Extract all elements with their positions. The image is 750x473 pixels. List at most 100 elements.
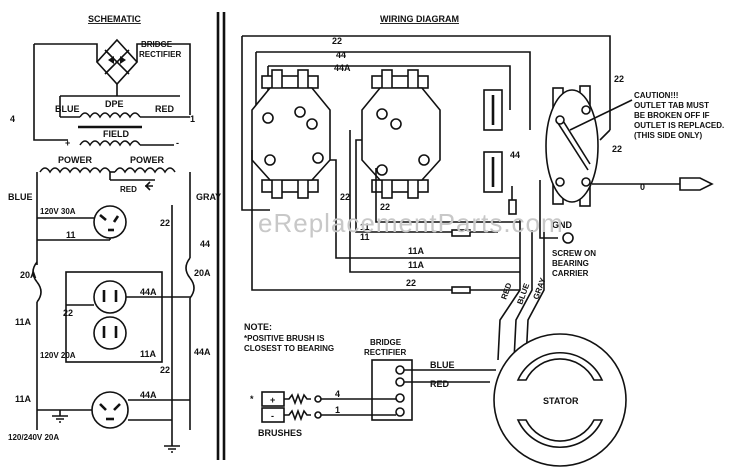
schematic-blue-left: BLUE xyxy=(8,192,33,202)
wiring-w22-right2: 22 xyxy=(612,144,622,154)
wiring-w22-right: 22 xyxy=(614,74,624,84)
schematic-red-label: RED xyxy=(155,104,175,114)
wiring-caution-5: (THIS SIDE ONLY) xyxy=(634,131,702,140)
wiring-breaker-upper xyxy=(483,89,503,131)
schematic-dpe-label: DPE xyxy=(105,99,124,109)
wiring-receptacle-right xyxy=(545,85,599,207)
brush-spring xyxy=(284,392,311,406)
schematic-num-1: 1 xyxy=(190,114,195,124)
wiring-receptacle-middle xyxy=(361,69,441,199)
wiring-connector xyxy=(451,286,471,294)
schematic-gray-right: GRAY xyxy=(196,192,221,202)
ground-symbol xyxy=(52,410,68,423)
wiring-note-2: CLOSEST TO BEARING xyxy=(244,344,334,353)
wiring-brush-pos: + xyxy=(270,395,275,405)
schematic-breaker-right xyxy=(185,257,195,299)
wiring-blue: BLUE xyxy=(515,282,531,306)
wiring-caution-1: CAUTION!!! xyxy=(634,91,678,100)
schematic-receptacle-top-label: 120V 30A xyxy=(40,207,76,216)
wiring-stator-label: STATOR xyxy=(543,396,579,406)
wiring-gnd-label: GND xyxy=(552,220,573,230)
schematic-dual-box xyxy=(65,271,163,363)
wiring-w22-top: 22 xyxy=(332,36,342,46)
schematic-w11a-mid: 11A xyxy=(140,349,157,359)
schematic-plus: + xyxy=(65,138,70,148)
caution-leader xyxy=(569,99,633,131)
schematic-receptacle-dual-label: 120V 20A xyxy=(40,351,76,360)
schematic-dual-outlet-bottom xyxy=(93,316,127,350)
wiring-note-title: NOTE: xyxy=(244,322,272,332)
wiring-w11a-1: 11A xyxy=(408,246,425,256)
schematic-bridge-rectifier xyxy=(95,38,139,86)
schematic-w22: 22 xyxy=(160,218,170,228)
wiring-brush-neg: - xyxy=(271,411,274,421)
wiring-bridge-label-2: RECTIFIER xyxy=(364,348,406,357)
wiring-gray: GRAY xyxy=(531,276,547,301)
schematic-w22-low: 22 xyxy=(160,365,170,375)
schematic-power-coil-left xyxy=(39,167,111,174)
schematic-power-right: POWER xyxy=(130,155,165,165)
schematic-dual-outlet-top xyxy=(93,280,127,314)
wiring-note-1: *POSITIVE BRUSH IS xyxy=(244,334,325,343)
schematic-breaker-left xyxy=(32,261,42,303)
wiring-screw-1: SCREW ON xyxy=(552,249,596,258)
wiring-receptacle-left xyxy=(251,69,331,199)
schematic-dpe-coil xyxy=(79,112,141,119)
gnd-screw-icon xyxy=(562,232,574,244)
schematic-w11a-low: 11A xyxy=(15,394,32,404)
wiring-w11-b: 11 xyxy=(360,232,370,242)
schematic-field-label: FIELD xyxy=(103,129,129,139)
wiring-w22-left: 22 xyxy=(340,192,350,202)
wiring-caution-3: BE BROKEN OFF IF xyxy=(634,111,710,120)
wiring-bridge-label-1: BRIDGE xyxy=(370,338,402,347)
schematic-bridge-label-2: RECTIFIER xyxy=(139,50,181,59)
schematic-w44a-mid: 44A xyxy=(140,287,157,297)
wiring-w22-bottom: 22 xyxy=(406,278,416,288)
schematic-blue-label: BLUE xyxy=(55,104,80,114)
schematic-wire xyxy=(34,43,98,62)
schematic-wire xyxy=(33,44,68,141)
wiring-stator xyxy=(493,333,627,467)
wire-22-top xyxy=(242,35,611,130)
wiring-breaker-lower xyxy=(483,151,503,193)
schematic-w11-top: 11 xyxy=(66,230,76,240)
wiring-brushes-label: BRUSHES xyxy=(258,428,302,438)
ground-symbol xyxy=(164,440,180,453)
wiring-red: RED xyxy=(499,282,513,301)
schematic-title: SCHEMATIC xyxy=(88,14,141,24)
wire-44-top xyxy=(256,51,531,130)
schematic-num-4: 4 xyxy=(10,114,15,124)
wiring-w44-mid: 44 xyxy=(510,150,520,160)
wiring-caution-4: OUTLET IS REPLACED. xyxy=(634,121,724,130)
wiring-brush-4: 4 xyxy=(335,389,340,399)
wiring-w0: 0 xyxy=(640,182,645,192)
wiring-title: WIRING DIAGRAM xyxy=(380,14,459,24)
schematic-w44: 44 xyxy=(200,239,210,249)
watermark: eReplacementParts.com xyxy=(258,208,564,238)
wiring-w22-mid: 22 xyxy=(380,202,390,212)
schematic-receptacle-240v xyxy=(91,391,129,429)
schematic-w11a-left: 11A xyxy=(15,317,32,327)
wiring-screw-3: CARRIER xyxy=(552,269,589,278)
wiring-blue-lead: BLUE xyxy=(430,360,455,370)
wiring-brush-star: * xyxy=(250,394,254,404)
schematic-receptacle-30a xyxy=(93,205,127,239)
wiring-connector xyxy=(451,229,471,237)
wiring-plug xyxy=(679,177,714,191)
wiring-w11a-2: 11A xyxy=(408,260,425,270)
schematic-breaker-left-label: 20A xyxy=(20,270,37,280)
schematic-w44a-right: 44A xyxy=(194,347,211,357)
wiring-caution-2: OUTLET TAB MUST xyxy=(634,101,709,110)
schematic-field-coil xyxy=(79,140,141,147)
wiring-w44-top: 44 xyxy=(336,50,346,60)
brush-spring xyxy=(284,408,311,422)
wiring-screw-2: BEARING xyxy=(552,259,589,268)
wiring-bridge-box xyxy=(371,359,413,421)
schematic-wire xyxy=(136,43,191,115)
schematic-receptacle-bottom-label: 120/240V 20A xyxy=(8,433,59,442)
wiring-w44a-top: 44A xyxy=(334,63,351,73)
schematic-power-coil-right xyxy=(114,167,176,174)
schematic-power-left: POWER xyxy=(58,155,93,165)
